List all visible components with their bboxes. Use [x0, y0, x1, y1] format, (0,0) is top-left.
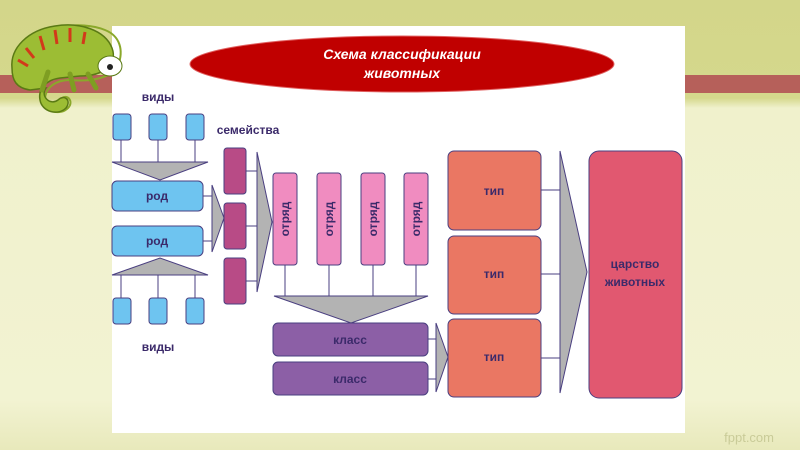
connector-arrow [111, 161, 209, 181]
kingdom-label-line1: царство [611, 257, 660, 271]
genus-label: род [146, 234, 169, 248]
title-ellipse: Схема классификации животных [189, 35, 615, 93]
order-label: отряд [409, 201, 423, 236]
connector-arrow [211, 184, 225, 253]
phylum-box [447, 235, 542, 315]
family-box [223, 257, 247, 305]
species-top-label: виды [142, 90, 175, 104]
species-box [112, 113, 132, 141]
phylum-label: тип [484, 184, 505, 198]
species-bottom-label: виды [142, 340, 175, 354]
order-label: отряд [322, 201, 336, 236]
species-box [185, 113, 205, 141]
connector-arrow [559, 150, 588, 394]
watermark: fppt.com [724, 430, 774, 445]
phylum-label: тип [484, 267, 505, 281]
connector-arrow [273, 295, 429, 324]
kingdom-box [588, 150, 683, 399]
family-box [223, 202, 247, 250]
connector-arrow [111, 257, 209, 276]
species-box [148, 297, 168, 325]
connector-arrow [435, 322, 449, 393]
title-line2: животных [363, 65, 441, 81]
class-label: класс [333, 372, 367, 386]
orders-group: отряд отряд отряд отряд [272, 172, 429, 266]
chameleon-icon [11, 24, 123, 114]
order-label: отряд [278, 201, 292, 236]
phylum-label: тип [484, 350, 505, 364]
family-box [223, 147, 247, 195]
class-label: класс [333, 333, 367, 347]
order-label: отряд [366, 201, 380, 236]
families-label: семейства [217, 123, 280, 137]
species-box [112, 297, 132, 325]
title-line1: Схема классификации [323, 46, 481, 62]
genus-label: род [146, 189, 169, 203]
species-box [148, 113, 168, 141]
species-box [185, 297, 205, 325]
connector-arrow [256, 151, 273, 293]
kingdom-label-line2: животных [604, 275, 666, 289]
